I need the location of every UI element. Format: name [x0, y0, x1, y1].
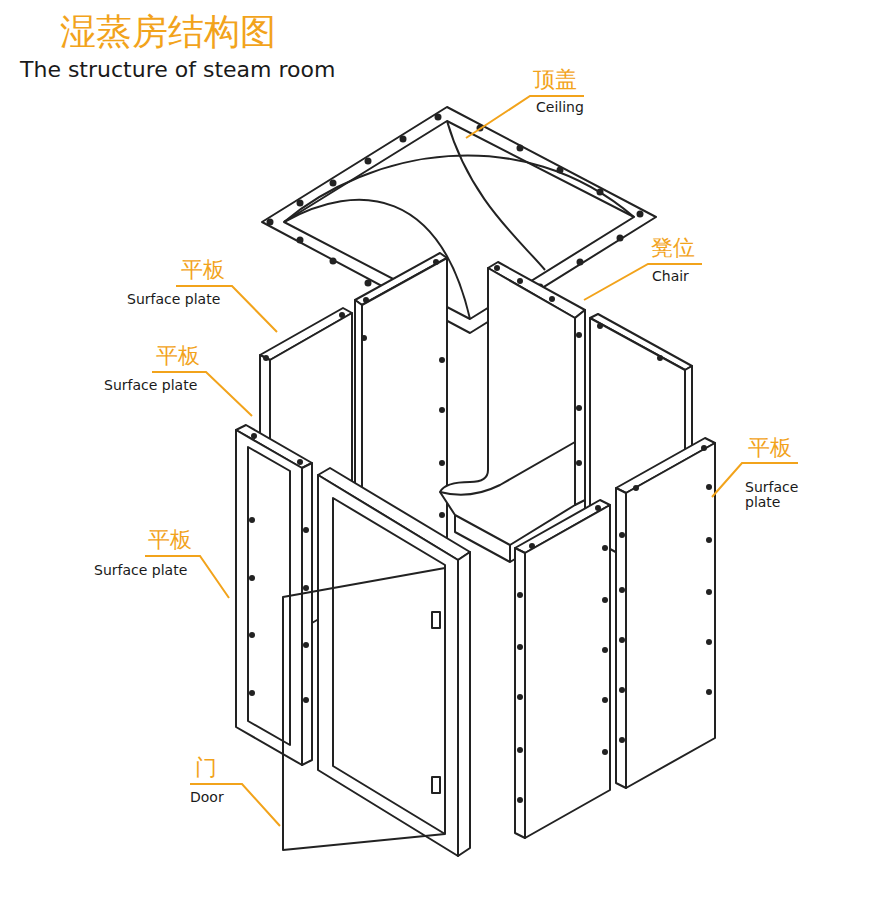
door-hinge — [432, 777, 440, 793]
panel-edge — [515, 548, 525, 838]
part-name-cn: 顶盖 — [533, 68, 577, 92]
part-name-en: Door — [190, 790, 224, 805]
part-name-cn: 平板 — [181, 258, 225, 282]
leader-lines — [145, 96, 798, 826]
subtitle: The structure of steam room — [20, 58, 335, 82]
ceiling-dome — [284, 155, 634, 222]
diagram-title: 湿蒸房结构图 — [60, 12, 276, 52]
part-name-cn: 平板 — [156, 344, 200, 368]
chair-seat — [440, 268, 575, 545]
door-leaf — [283, 568, 445, 850]
panel-edge — [616, 488, 626, 788]
door-frame-edge — [458, 552, 470, 856]
chair-edge — [575, 310, 585, 505]
part-name-cn: 平板 — [148, 528, 192, 552]
part-name-en: Surface plate — [745, 480, 815, 511]
part-name-en: Surface plate — [94, 563, 187, 578]
panel-edge — [302, 463, 312, 765]
part-name-cn: 门 — [195, 756, 217, 780]
ceiling-bolts — [267, 114, 644, 329]
part-name-cn: 凳位 — [651, 236, 695, 260]
surface-plate — [236, 430, 302, 765]
ceiling-dome — [447, 121, 545, 270]
ceiling-inner — [284, 121, 634, 319]
part-name-en: Surface plate — [104, 378, 197, 393]
door-hinge — [432, 612, 440, 628]
part-name-cn: 平板 — [748, 436, 792, 460]
part-name-en: Chair — [652, 269, 689, 284]
part-name-en: Ceiling — [536, 100, 584, 115]
surface-plate — [525, 505, 610, 838]
chair-seat-line — [440, 442, 575, 495]
ceiling-frame — [262, 107, 656, 333]
surface-plate — [626, 443, 715, 788]
part-name-en: Surface plate — [127, 292, 220, 307]
door-opening — [333, 498, 445, 834]
door-frame — [318, 475, 458, 856]
